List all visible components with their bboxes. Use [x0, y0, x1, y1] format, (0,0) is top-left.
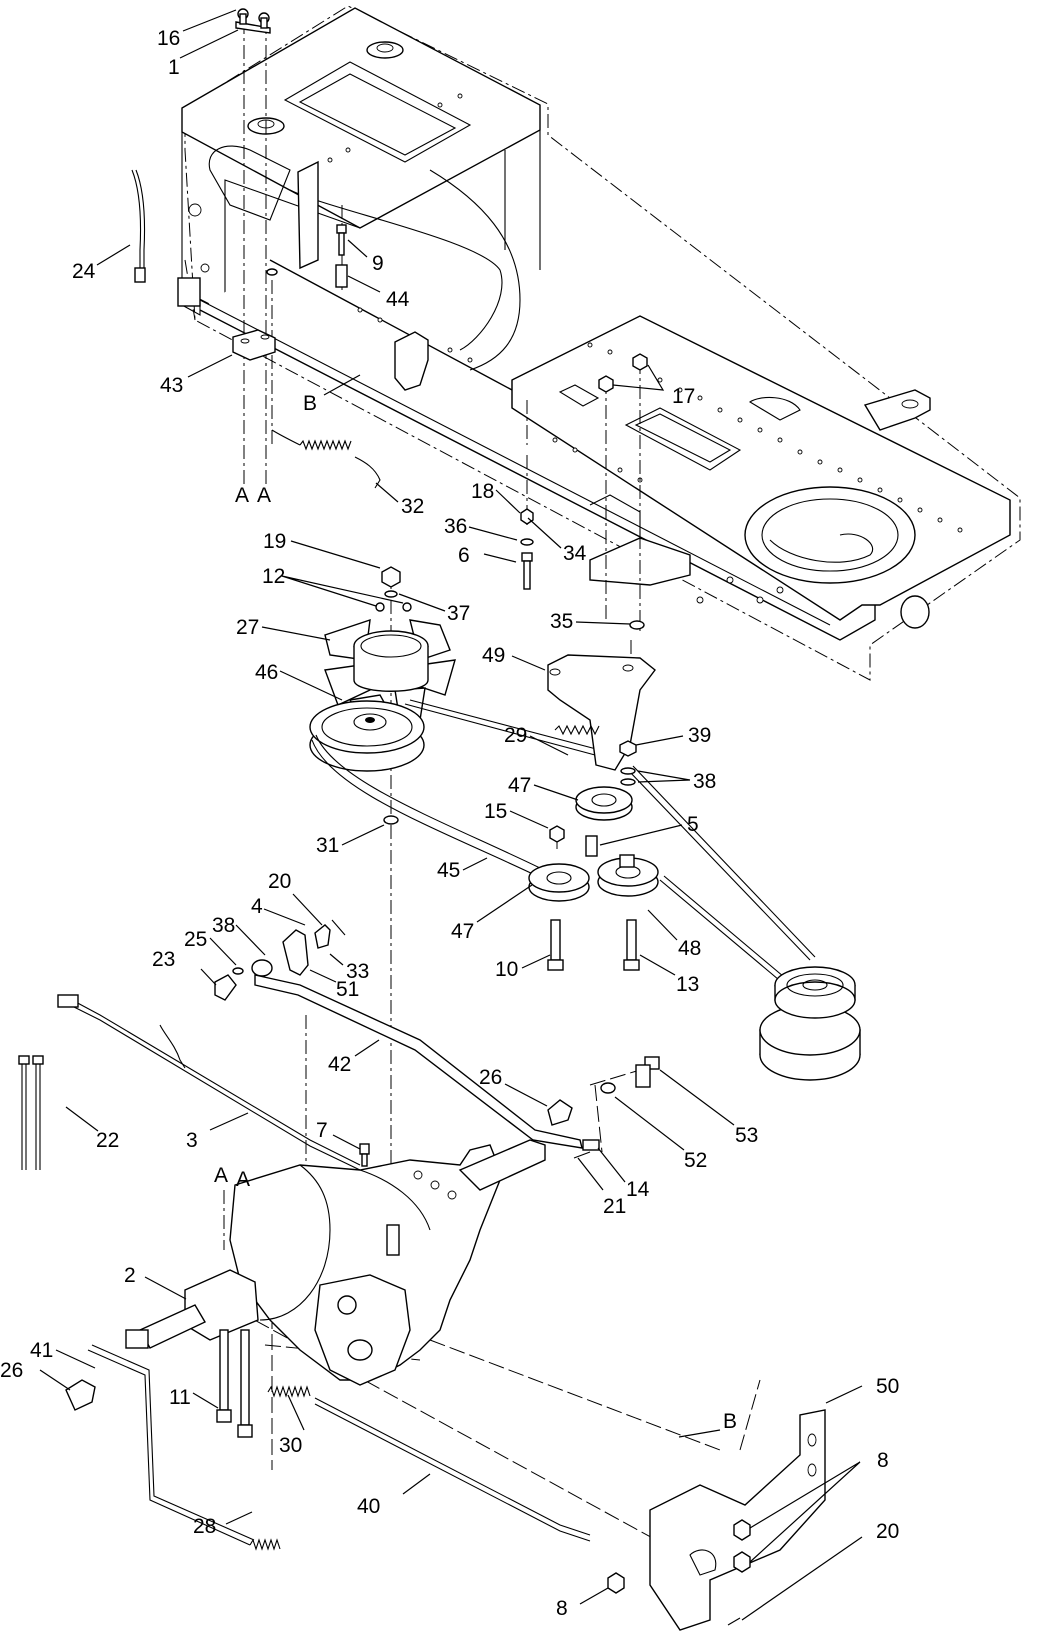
callout-47b: 47 — [451, 920, 474, 943]
callout-26b: 26 — [0, 1359, 23, 1382]
callout-31: 31 — [316, 834, 339, 857]
callout-38b: 38 — [212, 914, 235, 937]
callout-47a: 47 — [508, 774, 531, 797]
callout-37: 37 — [447, 602, 470, 625]
callout-30: 30 — [279, 1434, 302, 1457]
pulley-assembly — [309, 566, 861, 1081]
callout-25: 25 — [184, 928, 207, 951]
chassis-frame — [177, 5, 1021, 681]
callout-6: 6 — [458, 544, 470, 567]
callout-23: 23 — [152, 948, 175, 971]
callout-19: 19 — [263, 530, 286, 553]
callout-50: 50 — [876, 1375, 899, 1398]
callout-4: 4 — [251, 895, 263, 918]
callout-14: 14 — [626, 1178, 650, 1201]
callout-45: 45 — [437, 859, 460, 882]
callout-28: 28 — [193, 1515, 216, 1538]
callout-9: 9 — [372, 252, 384, 275]
callout-20b: 20 — [876, 1520, 899, 1543]
shift-linkage — [18, 919, 660, 1171]
callout-10: 10 — [495, 958, 518, 981]
brake-linkage — [65, 1344, 826, 1631]
leader-lines — [39, 9, 863, 1621]
callout-46: 46 — [255, 661, 278, 684]
callout-43: 43 — [160, 374, 183, 397]
callout-24: 24 — [72, 260, 96, 283]
callout-32: 32 — [401, 495, 424, 518]
callout-7: 7 — [316, 1119, 328, 1142]
callout-41: 41 — [30, 1339, 53, 1362]
callout-3: 3 — [186, 1129, 198, 1152]
callout-22: 22 — [96, 1129, 119, 1152]
callout-b-top: B — [303, 392, 317, 415]
callout-a2: A — [257, 484, 271, 507]
callout-12: 12 — [262, 565, 285, 588]
hardware-top-left — [131, 8, 648, 590]
callout-11: 11 — [169, 1386, 191, 1409]
callout-49: 49 — [482, 644, 505, 667]
callout-a1: A — [235, 484, 249, 507]
callout-39: 39 — [688, 724, 711, 747]
callout-1: 1 — [168, 56, 180, 79]
callout-8a: 8 — [877, 1449, 889, 1472]
callout-27: 27 — [236, 616, 259, 639]
callout-16a: 16 — [157, 27, 180, 50]
callout-40: 40 — [357, 1495, 380, 1518]
callout-33: 33 — [346, 960, 369, 983]
callout-13: 13 — [676, 973, 699, 996]
callout-b-bottom: B — [723, 1410, 737, 1433]
callout-36: 36 — [444, 515, 467, 538]
callout-29: 29 — [504, 724, 527, 747]
callout-labels: 16 1 24 9 44 43 B 17 A A 32 18 36 34 6 1… — [0, 27, 899, 1620]
callout-5: 5 — [687, 813, 699, 836]
callout-42: 42 — [328, 1053, 351, 1076]
callout-52: 52 — [684, 1149, 707, 1172]
callout-53: 53 — [735, 1124, 758, 1147]
callout-51: 51 — [336, 978, 359, 1001]
callout-18: 18 — [471, 480, 494, 503]
frame-holes — [327, 93, 963, 604]
callout-44: 44 — [386, 288, 410, 311]
callout-38a: 38 — [693, 770, 716, 793]
callout-a3: A — [214, 1164, 228, 1187]
callout-17: 17 — [672, 385, 695, 408]
callout-21: 21 — [603, 1195, 626, 1218]
callout-a4: A — [236, 1168, 250, 1191]
callout-35: 35 — [550, 610, 573, 633]
transaxle — [125, 1139, 546, 1438]
callout-8b: 8 — [556, 1597, 568, 1620]
callout-20a: 20 — [268, 870, 291, 893]
callout-48: 48 — [678, 937, 701, 960]
callout-34: 34 — [563, 542, 587, 565]
callout-2: 2 — [124, 1264, 136, 1287]
callout-15: 15 — [484, 800, 507, 823]
callout-26a: 26 — [479, 1066, 502, 1089]
